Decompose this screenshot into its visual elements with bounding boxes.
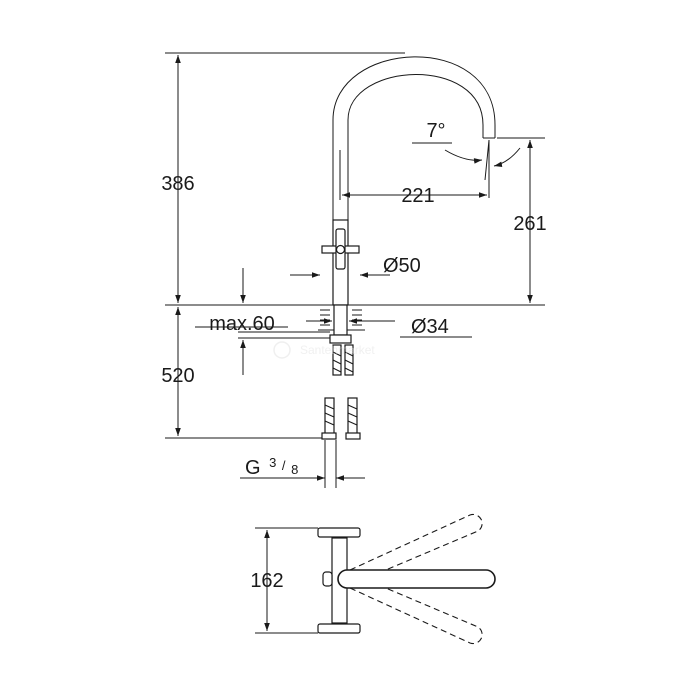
dim-spout-height: 261 <box>513 213 546 235</box>
dim-top-view-width: 162 <box>250 570 283 592</box>
dim-handle-diameter: Ø50 <box>383 255 421 277</box>
dim-spout-angle: 7° <box>426 120 445 142</box>
thread-slash: / <box>282 458 286 473</box>
spout-outline <box>332 56 496 220</box>
thread-numerator: 3 <box>269 455 276 470</box>
top-view-handle-lower <box>317 623 361 634</box>
thread-prefix: G <box>245 457 261 479</box>
dim-total-height: 386 <box>161 173 194 195</box>
top-view-handle-upper <box>317 527 361 538</box>
dim-spout-reach: 221 <box>401 185 434 207</box>
mounting-deck <box>318 304 365 344</box>
cross-handle <box>321 228 360 270</box>
dim-mount-thickness: max.60 <box>209 313 275 335</box>
spout-swing-lower <box>349 574 483 645</box>
thread-denominator: 8 <box>291 462 298 477</box>
spout-inner-outline <box>347 74 484 220</box>
top-view: 162 <box>250 513 496 645</box>
dim-base-diameter: Ø34 <box>411 316 449 338</box>
dim-thread-size: G 3 / 8 <box>245 450 298 479</box>
spout-swing-upper <box>349 513 483 584</box>
watermark-logo: Santehmarket <box>273 341 375 359</box>
spout-top-view <box>337 569 496 589</box>
side-view: 386 221 261 7° Ø50 max.60 Ø34 <box>161 52 547 488</box>
dim-below-deck: 520 <box>161 365 194 387</box>
svg-text:Santehmarket: Santehmarket <box>300 343 375 357</box>
supply-hoses <box>321 344 361 440</box>
